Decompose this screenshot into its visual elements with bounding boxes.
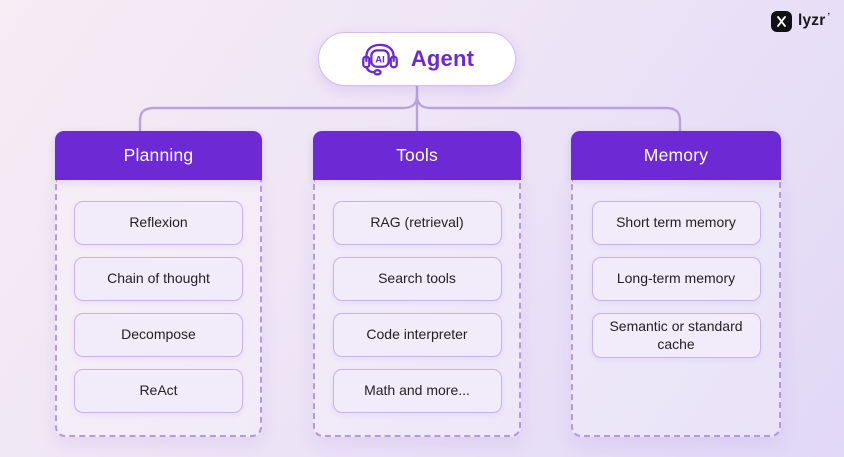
planning-item-reflexion: Reflexion	[74, 201, 243, 245]
lyzr-logo: lyzr ʼ	[770, 10, 830, 32]
column-body-memory: Short term memory Long-term memory Seman…	[571, 180, 781, 437]
tools-item-rag: RAG (retrieval)	[332, 201, 502, 245]
planning-item-react: ReAct	[74, 369, 243, 413]
svg-text:AI: AI	[375, 54, 385, 65]
connector-left	[138, 93, 419, 133]
column-body-tools: RAG (retrieval) Search tools Code interp…	[313, 180, 521, 437]
agent-label: Agent	[410, 46, 475, 71]
column-memory: Memory Short term memory Long-term memor…	[571, 131, 781, 437]
planning-item-decompose: Decompose	[74, 313, 243, 357]
brand-name: lyzr	[797, 12, 826, 29]
lyzr-logo-icon	[770, 10, 792, 32]
memory-item-long-term: Long-term memory	[591, 257, 761, 301]
tools-item-search-tools: Search tools	[332, 257, 502, 301]
planning-item-chain-of-thought: Chain of thought	[74, 257, 243, 301]
connector-right	[415, 93, 682, 133]
column-header-memory: Memory	[571, 131, 781, 180]
column-planning: Planning Reflexion Chain of thought Deco…	[55, 131, 262, 437]
column-header-tools: Tools	[313, 131, 521, 180]
ai-headset-icon: AI	[361, 43, 398, 76]
tools-item-math-and-more: Math and more...	[332, 369, 502, 413]
memory-item-semantic-cache: Semantic or standard cache	[591, 313, 761, 358]
memory-item-short-term: Short term memory	[591, 201, 761, 245]
column-body-planning: Reflexion Chain of thought Decompose ReA…	[55, 180, 262, 437]
tools-item-code-interpreter: Code interpreter	[332, 313, 502, 357]
agent-node: AI Agent	[318, 32, 516, 86]
brand-trademark: ʼ	[827, 11, 830, 21]
column-header-planning: Planning	[55, 131, 262, 180]
column-tools: Tools RAG (retrieval) Search tools Code …	[313, 131, 521, 437]
